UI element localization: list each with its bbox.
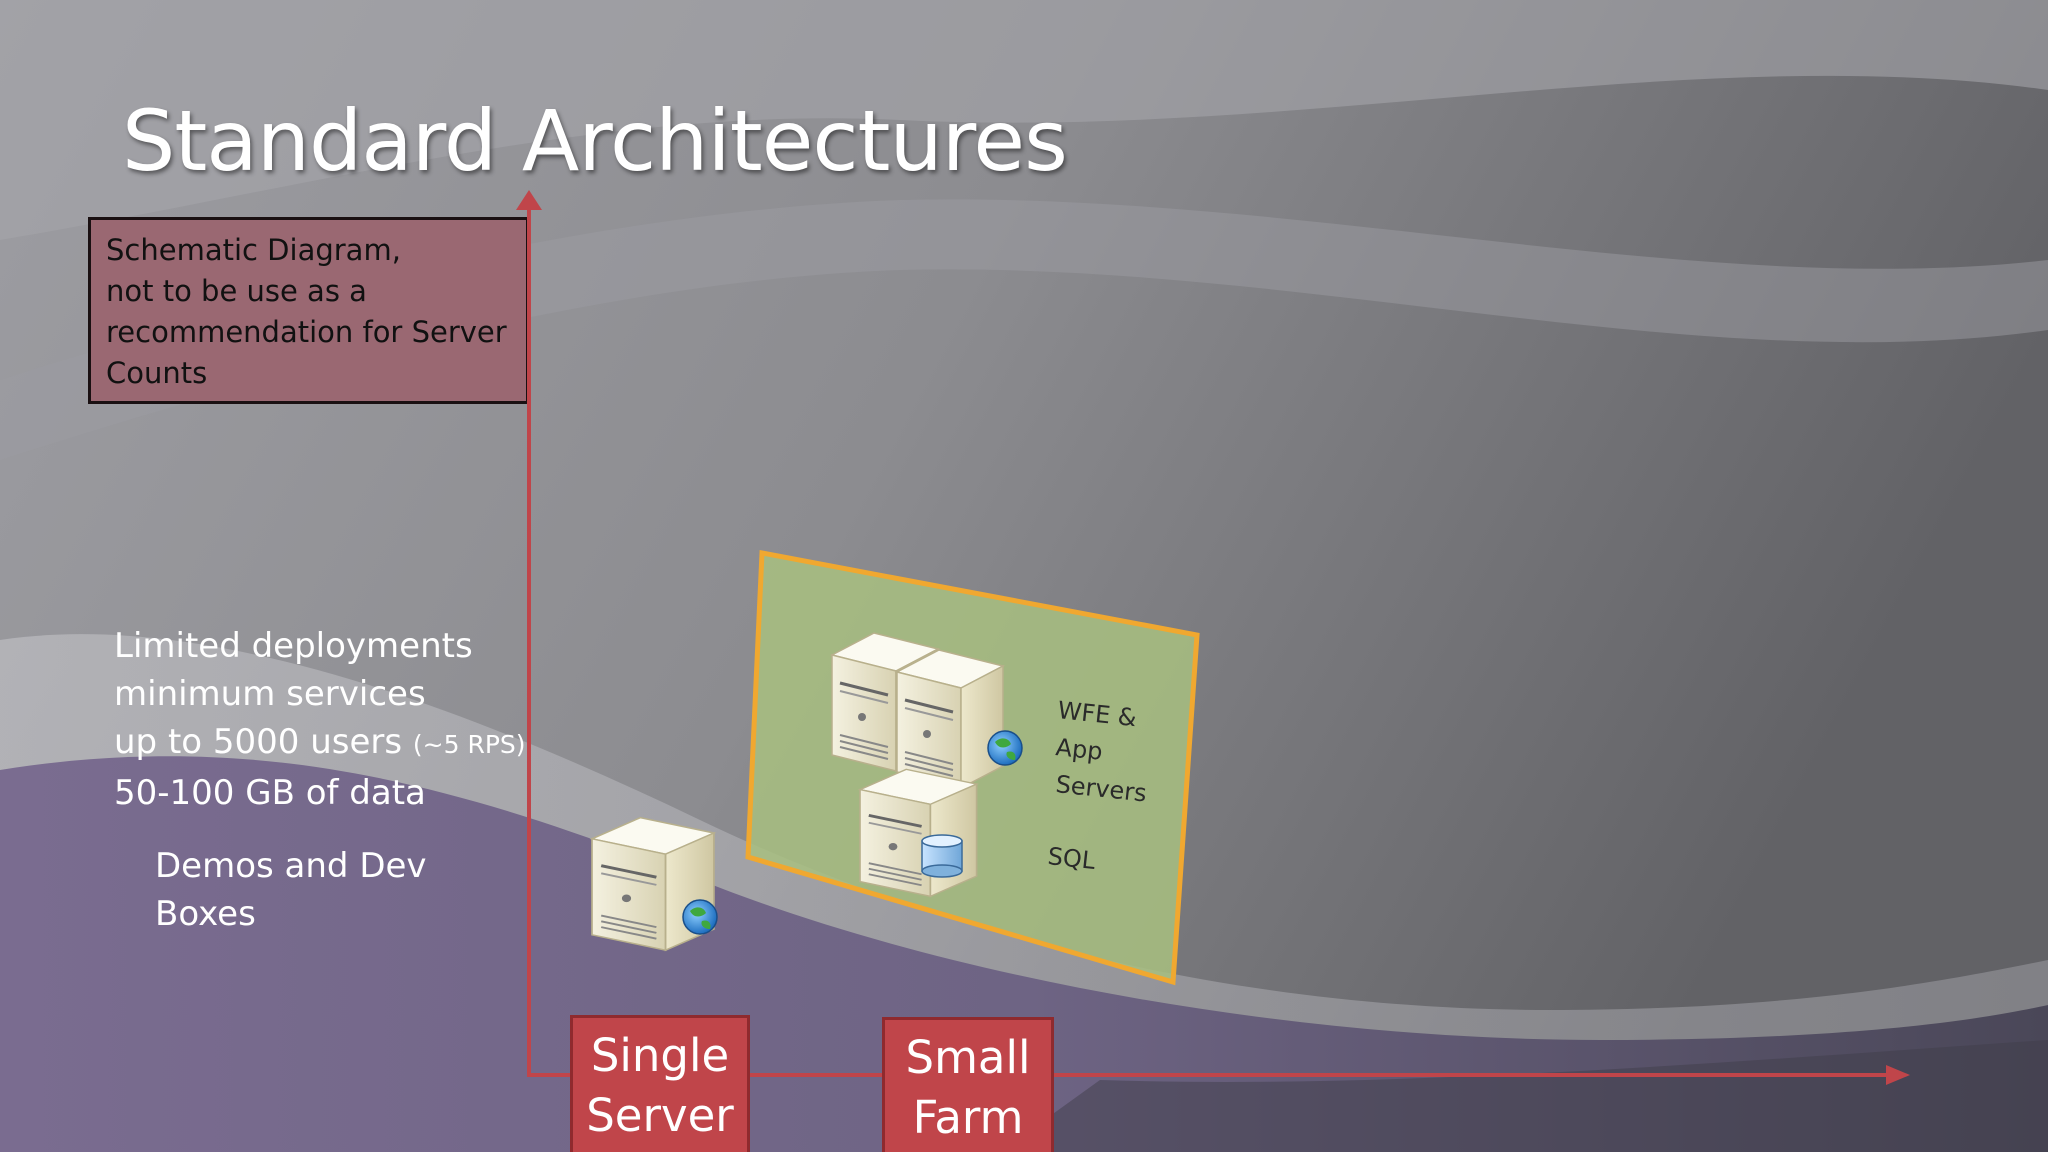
note-line: not to be use as a bbox=[106, 274, 367, 308]
note-line: recommendation for Server bbox=[106, 315, 507, 349]
info-line-users: up to 5000 users (~5 RPS) bbox=[114, 718, 526, 769]
server-icon bbox=[895, 648, 1005, 790]
demo-line: Demos and Dev bbox=[155, 846, 427, 886]
deployment-info: Limited deployments minimum services up … bbox=[114, 622, 526, 817]
farm-label-app: App bbox=[1054, 733, 1104, 766]
globe-icon bbox=[987, 730, 1023, 766]
category-label: Small bbox=[905, 1031, 1031, 1084]
globe-icon bbox=[682, 899, 718, 935]
horizontal-axis bbox=[527, 1065, 1910, 1085]
category-label: Farm bbox=[912, 1091, 1024, 1144]
rps-text: (~5 RPS) bbox=[412, 730, 526, 759]
farm-label-sql: SQL bbox=[1046, 842, 1097, 875]
vertical-axis bbox=[516, 190, 542, 1076]
category-small-farm: Small Farm bbox=[882, 1017, 1054, 1152]
info-line-deployments: Limited deployments bbox=[114, 626, 473, 666]
info-line-services: minimum services bbox=[114, 674, 426, 714]
category-label: Server bbox=[586, 1089, 734, 1142]
demo-note: Demos and Dev Boxes bbox=[155, 842, 427, 938]
database-icon bbox=[921, 834, 963, 878]
disclaimer-note: Schematic Diagram, not to be use as a re… bbox=[88, 217, 529, 404]
page-title: Standard Architectures bbox=[122, 92, 1068, 190]
category-single-server: Single Server bbox=[570, 1015, 750, 1152]
note-line: Counts bbox=[106, 356, 208, 390]
server-icon bbox=[858, 767, 979, 898]
info-line-data: 50-100 GB of data bbox=[114, 773, 426, 813]
category-label: Single bbox=[590, 1029, 730, 1082]
users-text: up to 5000 users bbox=[114, 722, 413, 762]
note-line: Schematic Diagram, bbox=[106, 233, 401, 267]
demo-line: Boxes bbox=[155, 894, 256, 934]
